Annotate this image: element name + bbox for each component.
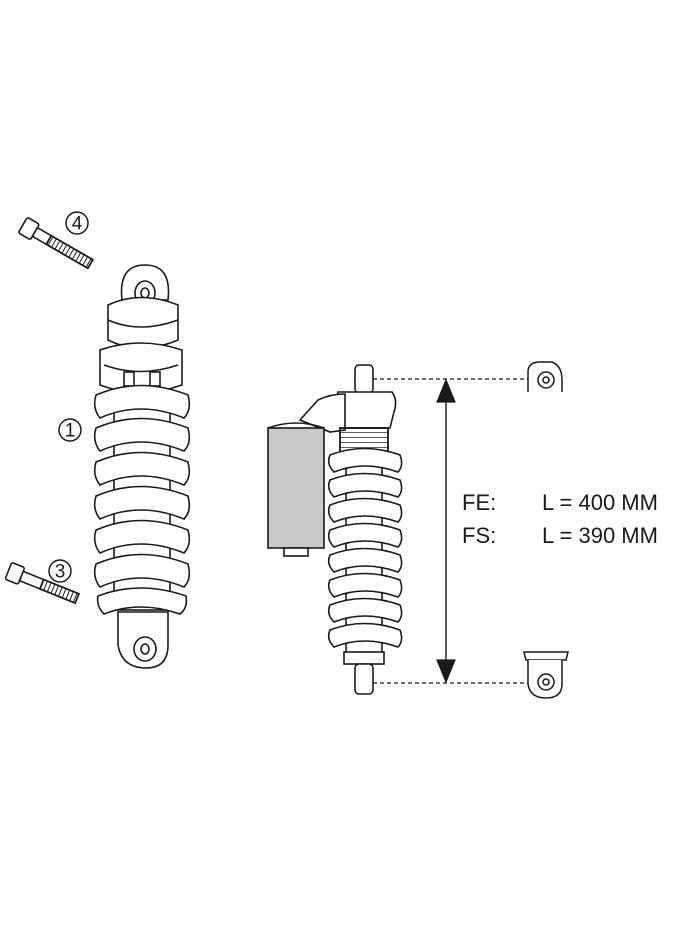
spec-value-fe: L = 400 MM <box>542 490 658 515</box>
svg-text:3: 3 <box>55 562 66 583</box>
upper-bolt <box>18 217 94 270</box>
shock-absorber-exploded <box>93 264 191 669</box>
length-specs: FE: L = 400 MM FS: L = 390 MM <box>462 490 658 548</box>
callout-shock-absorber: 1 <box>58 418 82 442</box>
spec-value-fs: L = 390 MM <box>542 523 658 548</box>
svg-text:1: 1 <box>65 421 76 442</box>
length-dimension <box>373 378 528 684</box>
spec-model-fs: FS: <box>462 523 496 548</box>
upper-mount-eye <box>527 361 563 392</box>
lower-mount-eye <box>523 651 569 699</box>
callout-upper-bolt: 4 <box>65 211 89 235</box>
callout-lower-bolt: 3 <box>48 559 72 583</box>
lower-bolt <box>4 562 80 605</box>
svg-text:4: 4 <box>72 214 83 235</box>
spec-model-fe: FE: <box>462 490 496 515</box>
shock-absorber-assembled <box>267 364 403 695</box>
